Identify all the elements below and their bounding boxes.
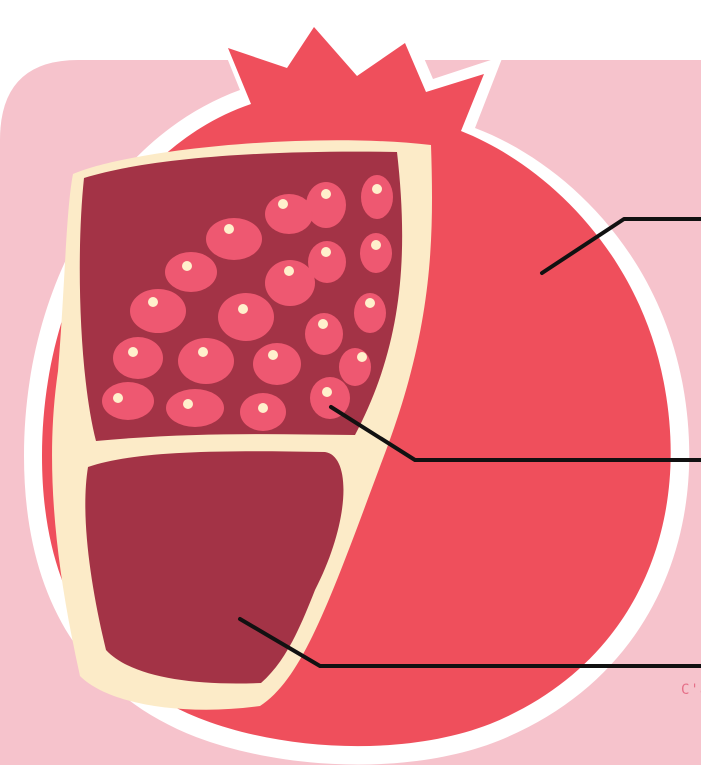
- aril: [253, 343, 301, 385]
- aril: [265, 260, 315, 306]
- aril: [265, 194, 313, 234]
- aril: [310, 377, 350, 419]
- aril: [240, 393, 286, 431]
- clipped-caption: C'a: [681, 681, 701, 699]
- aril: [306, 182, 346, 228]
- aril: [361, 175, 393, 219]
- aril: [206, 218, 262, 260]
- aril: [178, 338, 234, 384]
- aril: [130, 289, 186, 333]
- aril: [113, 337, 163, 379]
- aril: [360, 233, 392, 273]
- aril: [166, 389, 224, 427]
- aril: [102, 382, 154, 420]
- aril: [218, 293, 274, 341]
- aril: [339, 348, 371, 386]
- aril: [165, 252, 217, 292]
- aril: [354, 293, 386, 333]
- aril: [305, 313, 343, 355]
